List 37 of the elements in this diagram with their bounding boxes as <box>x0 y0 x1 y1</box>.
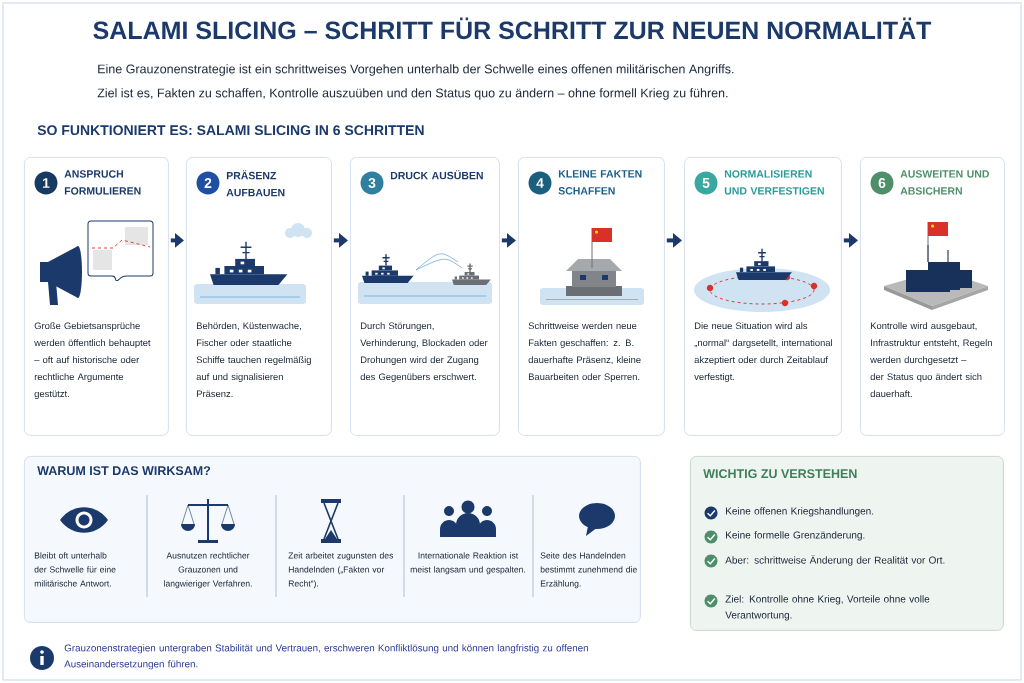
checklist-item: Aber: schrittweise Änderung der Realität vor Ort. <box>725 555 945 566</box>
step-card <box>186 157 332 436</box>
step-description: Große Gebietsansprüche werden öffentlich behauptet – oft auf historische oder rechtliche Argumente gestützt. <box>34 322 151 399</box>
reason-text: Zeit arbeitet zugunsten des Handelnden („Fakten vor Recht“). <box>288 552 394 589</box>
reason-text: Ausnutzen rechtlicher Grauzonen und langwieriger Verfahren. <box>164 552 252 589</box>
step-heading: AUSWEITEN UND ABSICHERN <box>900 170 989 195</box>
step-number-badge: 5 <box>694 171 718 195</box>
intro-text: Eine Grauzonenstrategie ist ein schrittweises Vorgehen unterhalb der Schwelle eines offenen militärischen Angriffs. <box>98 64 734 76</box>
intro-text: Ziel ist es, Fakten zu schaffen, Kontrolle auszuüben und den Status quo zu ändern – ohne formell Krieg zu führen. <box>97 88 728 100</box>
step-card <box>518 157 665 436</box>
step-card <box>350 157 500 436</box>
step-heading: ANSPRUCH FORMULIEREN <box>64 170 141 195</box>
step-heading: PRÄSENZ AUFBAUEN <box>226 170 285 197</box>
step-description: Kontrolle wird ausgebaut, Infrastruktur entsteht, Regeln werden durchgesetzt – der Status quo ändert sich dauerhaft. <box>870 322 992 398</box>
step-number-badge: 1 <box>34 171 58 195</box>
step-card <box>24 157 169 436</box>
step-number-badge: 3 <box>360 171 384 195</box>
step-heading: NORMALISIEREN UND VERFESTIGEN <box>724 170 824 195</box>
checklist-item: Keine offenen Kriegshandlungen. <box>726 507 874 517</box>
step-description: Behörden, Küstenwache, Fischer oder staatliche Schiffe tauchen regelmäßig auf und signalisieren Präsenz. <box>196 322 311 398</box>
reason-text: Internationale Reaktion ist meist langsam und gespalten. <box>410 552 526 575</box>
footer-note: Grauzonenstrategien untergraben Stabilität und Vertrauen, erschweren Konfliktlösung und können langfristig zu offenen Auseinandersetzungen führen. <box>64 644 588 670</box>
checklist-item: Keine formelle Grenzänderung. <box>726 531 865 541</box>
reason-text: Bleibt oft unterhalb der Schwelle für eine militärische Antwort. <box>34 552 116 587</box>
step-heading: KLEINE FAKTEN SCHAFFEN <box>558 170 642 195</box>
step-card <box>860 157 1005 436</box>
title: SALAMI SLICING – SCHRITT FÜR SCHRITT ZUR NEUEN NORMALITÄT <box>93 17 932 40</box>
step-number-badge: 6 <box>870 171 894 195</box>
section-heading: SO FUNKTIONIERT ES: SALAMI SLICING IN 6 SCHRITTEN <box>37 125 424 136</box>
step-number-badge: 2 <box>196 171 220 195</box>
step-description: Durch Störungen, Verhinderung, Blockaden oder Drohungen wird der Zugang des Gegenübers erschwert. <box>360 322 488 382</box>
step-heading: DRUCK AUSÜBEN <box>390 170 483 180</box>
step-number-badge: 4 <box>528 171 552 195</box>
step-description: Schrittweise werden neue Fakten geschaffen: z. B. dauerhafte Präsenz, kleine Bauarbeiten oder Sperren. <box>528 322 641 382</box>
checklist-item: Ziel: Kontrolle ohne Krieg, Vorteile ohne volle Verantwortung. <box>725 595 930 621</box>
reason-text: Seite des Handelnden bestimmt zunehmend die Erzählung. <box>540 552 637 589</box>
step-description: Die neue Situation wird als „normal“ dargsetellt, international akzeptiert oder durch Zeitablauf verfestigt. <box>694 322 832 382</box>
